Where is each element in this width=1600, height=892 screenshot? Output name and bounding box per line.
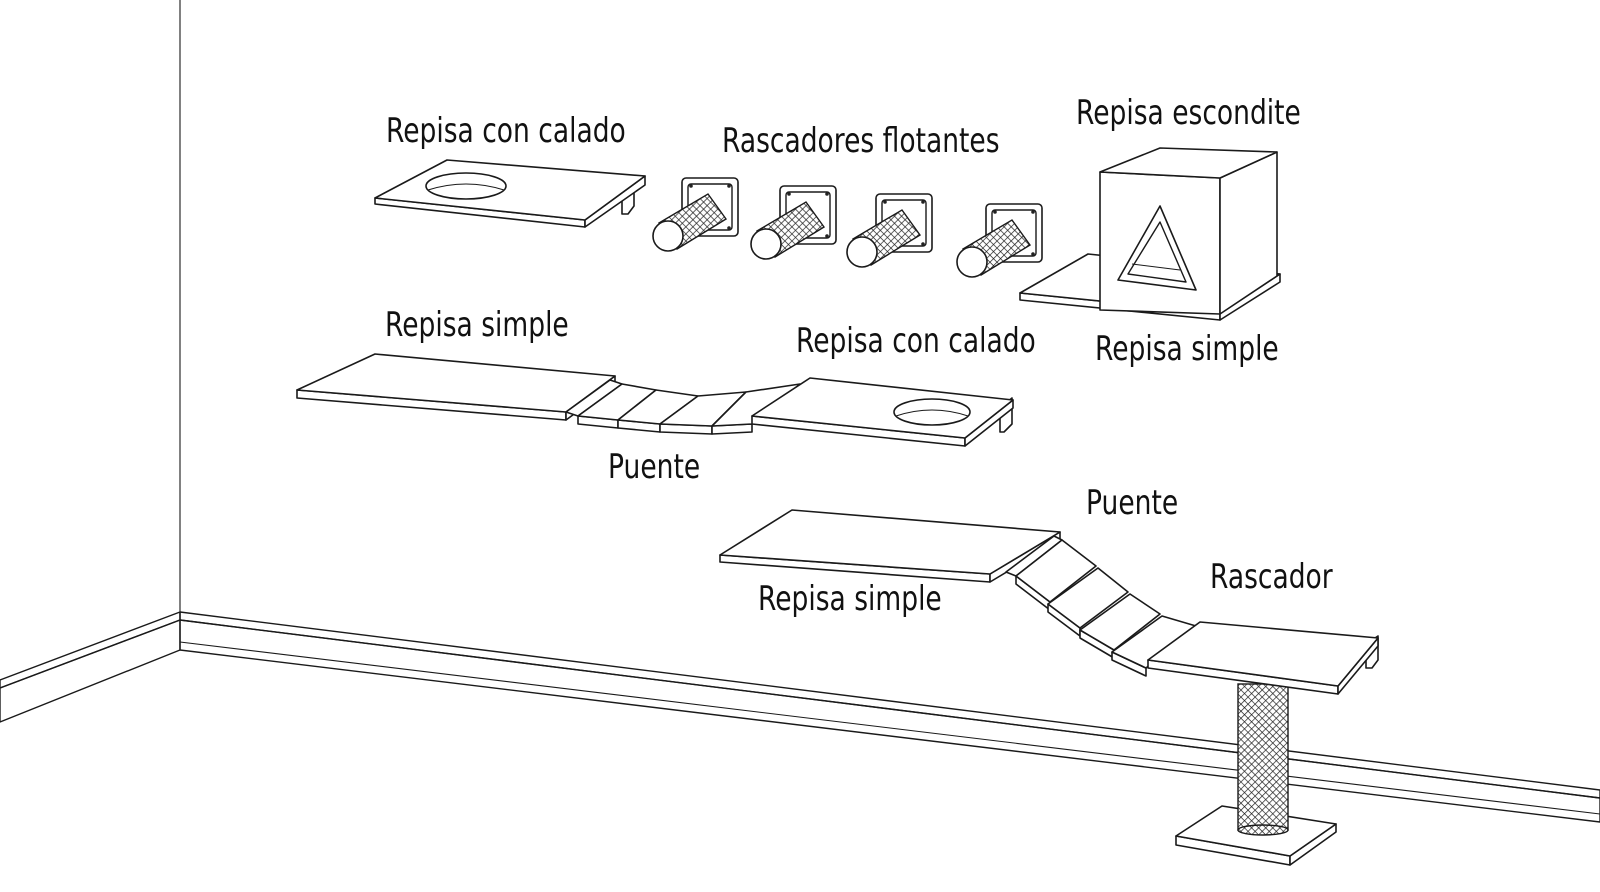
label-repisa-con-calado-middle: Repisa con calado xyxy=(796,322,1036,361)
label-rascador: Rascador xyxy=(1210,558,1333,597)
label-puente-bottom: Puente xyxy=(1086,484,1178,523)
right-baseboard-face xyxy=(179,619,1600,823)
label-repisa-simple-middle: Repisa simple xyxy=(385,306,569,345)
stair-plank-top xyxy=(1015,539,1097,603)
label-repisa-simple-bottom: Repisa simple xyxy=(758,580,942,619)
floating-scratcher-4 xyxy=(956,203,1043,278)
shelf-with-hole-top xyxy=(374,159,646,228)
label-repisa-con-calado-top: Repisa con calado xyxy=(386,112,626,151)
screw xyxy=(883,200,887,204)
screw xyxy=(787,192,791,196)
shelf-hole-inner xyxy=(895,409,969,417)
screw xyxy=(727,226,731,230)
room-outline xyxy=(0,0,1600,823)
shelf-hole xyxy=(425,172,507,200)
floating-scratcher-3 xyxy=(846,193,933,268)
screw xyxy=(825,192,829,196)
bridge-stairs xyxy=(1005,535,1197,677)
left-baseboard-top xyxy=(0,611,181,689)
triangle-opening-inner xyxy=(1127,221,1187,283)
shelf-top-face xyxy=(719,509,1061,575)
triangle-opening-outer xyxy=(1117,205,1197,291)
screw xyxy=(825,234,829,238)
sisal-post-bottom xyxy=(1237,824,1289,836)
floating-scratcher-1 xyxy=(652,177,739,252)
stair-plank-top xyxy=(1047,567,1129,629)
label-puente-middle: Puente xyxy=(608,448,700,487)
shelf-top-face xyxy=(296,353,616,413)
box-top-face xyxy=(1099,147,1278,179)
screw xyxy=(689,184,693,188)
label-repisa-escondite: Repisa escondite xyxy=(1076,94,1301,133)
shelf-hole-inner xyxy=(427,183,505,191)
right-baseboard-top xyxy=(179,611,1600,799)
screw xyxy=(1031,210,1035,214)
cylinder-end-cap xyxy=(956,246,988,278)
label-repisa-simple-hideout: Repisa simple xyxy=(1095,330,1279,369)
cylinder-end-cap xyxy=(652,220,684,252)
label-rascadores-flotantes: Rascadores flotantes xyxy=(722,122,1000,161)
triangle-opening-ledge xyxy=(1131,263,1181,271)
floating-scratcher-2 xyxy=(750,185,837,260)
screw xyxy=(921,200,925,204)
cylinder-end-cap xyxy=(750,228,782,260)
floating-scratchers xyxy=(652,177,1043,278)
screw xyxy=(727,184,731,188)
screw xyxy=(993,210,997,214)
shelf-simple-bottom xyxy=(719,509,1061,583)
scratcher-post xyxy=(1147,621,1379,866)
labels: Repisa con calado Rascadores flotantes R… xyxy=(385,94,1333,619)
hideout-shelf xyxy=(1019,147,1281,321)
cylinder-end-cap xyxy=(846,236,878,268)
baseboard-groove xyxy=(179,641,1600,815)
bridge-middle xyxy=(565,379,801,435)
left-baseboard-face xyxy=(0,619,181,723)
shelf-hole xyxy=(893,398,971,426)
platform-top-face xyxy=(1147,621,1379,687)
sisal-post xyxy=(1237,683,1289,831)
screw xyxy=(1031,252,1035,256)
screw xyxy=(921,242,925,246)
stair-plank-top xyxy=(1079,593,1161,651)
shelf-with-hole-middle xyxy=(751,377,1014,447)
